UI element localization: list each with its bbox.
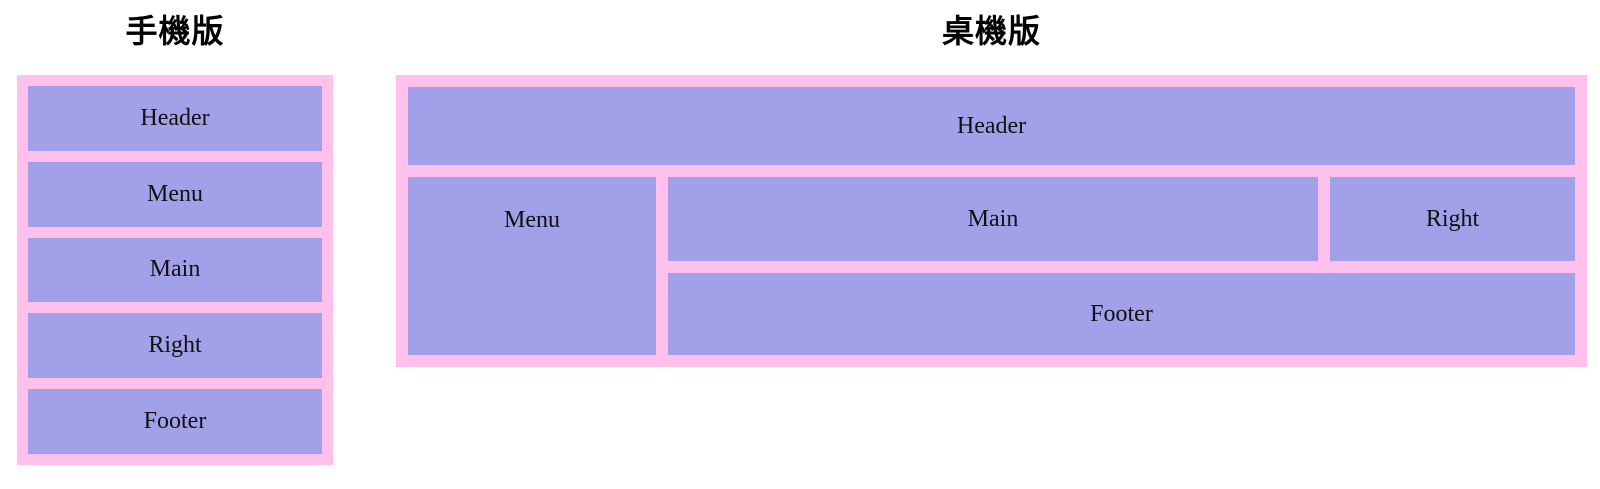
mobile-header-box: Header bbox=[28, 86, 322, 151]
desktop-layout-container: Header Menu Main Right Footer bbox=[396, 75, 1587, 367]
desktop-right-box: Right bbox=[1330, 177, 1575, 261]
desktop-version-title: 桌機版 bbox=[941, 13, 1041, 49]
mobile-menu-box: Menu bbox=[28, 161, 322, 227]
mobile-footer-box: Footer bbox=[28, 389, 322, 454]
desktop-footer-box: Footer bbox=[668, 273, 1575, 355]
desktop-menu-box: Menu bbox=[408, 177, 656, 355]
mobile-right-box: Right bbox=[28, 313, 322, 379]
desktop-main-box: Main bbox=[668, 177, 1318, 261]
desktop-header-box: Header bbox=[408, 87, 1575, 165]
mobile-layout-container: Header Menu Main Right Footer bbox=[17, 75, 333, 465]
mobile-main-box: Main bbox=[28, 237, 322, 303]
mobile-version-title: 手機版 bbox=[125, 13, 225, 49]
